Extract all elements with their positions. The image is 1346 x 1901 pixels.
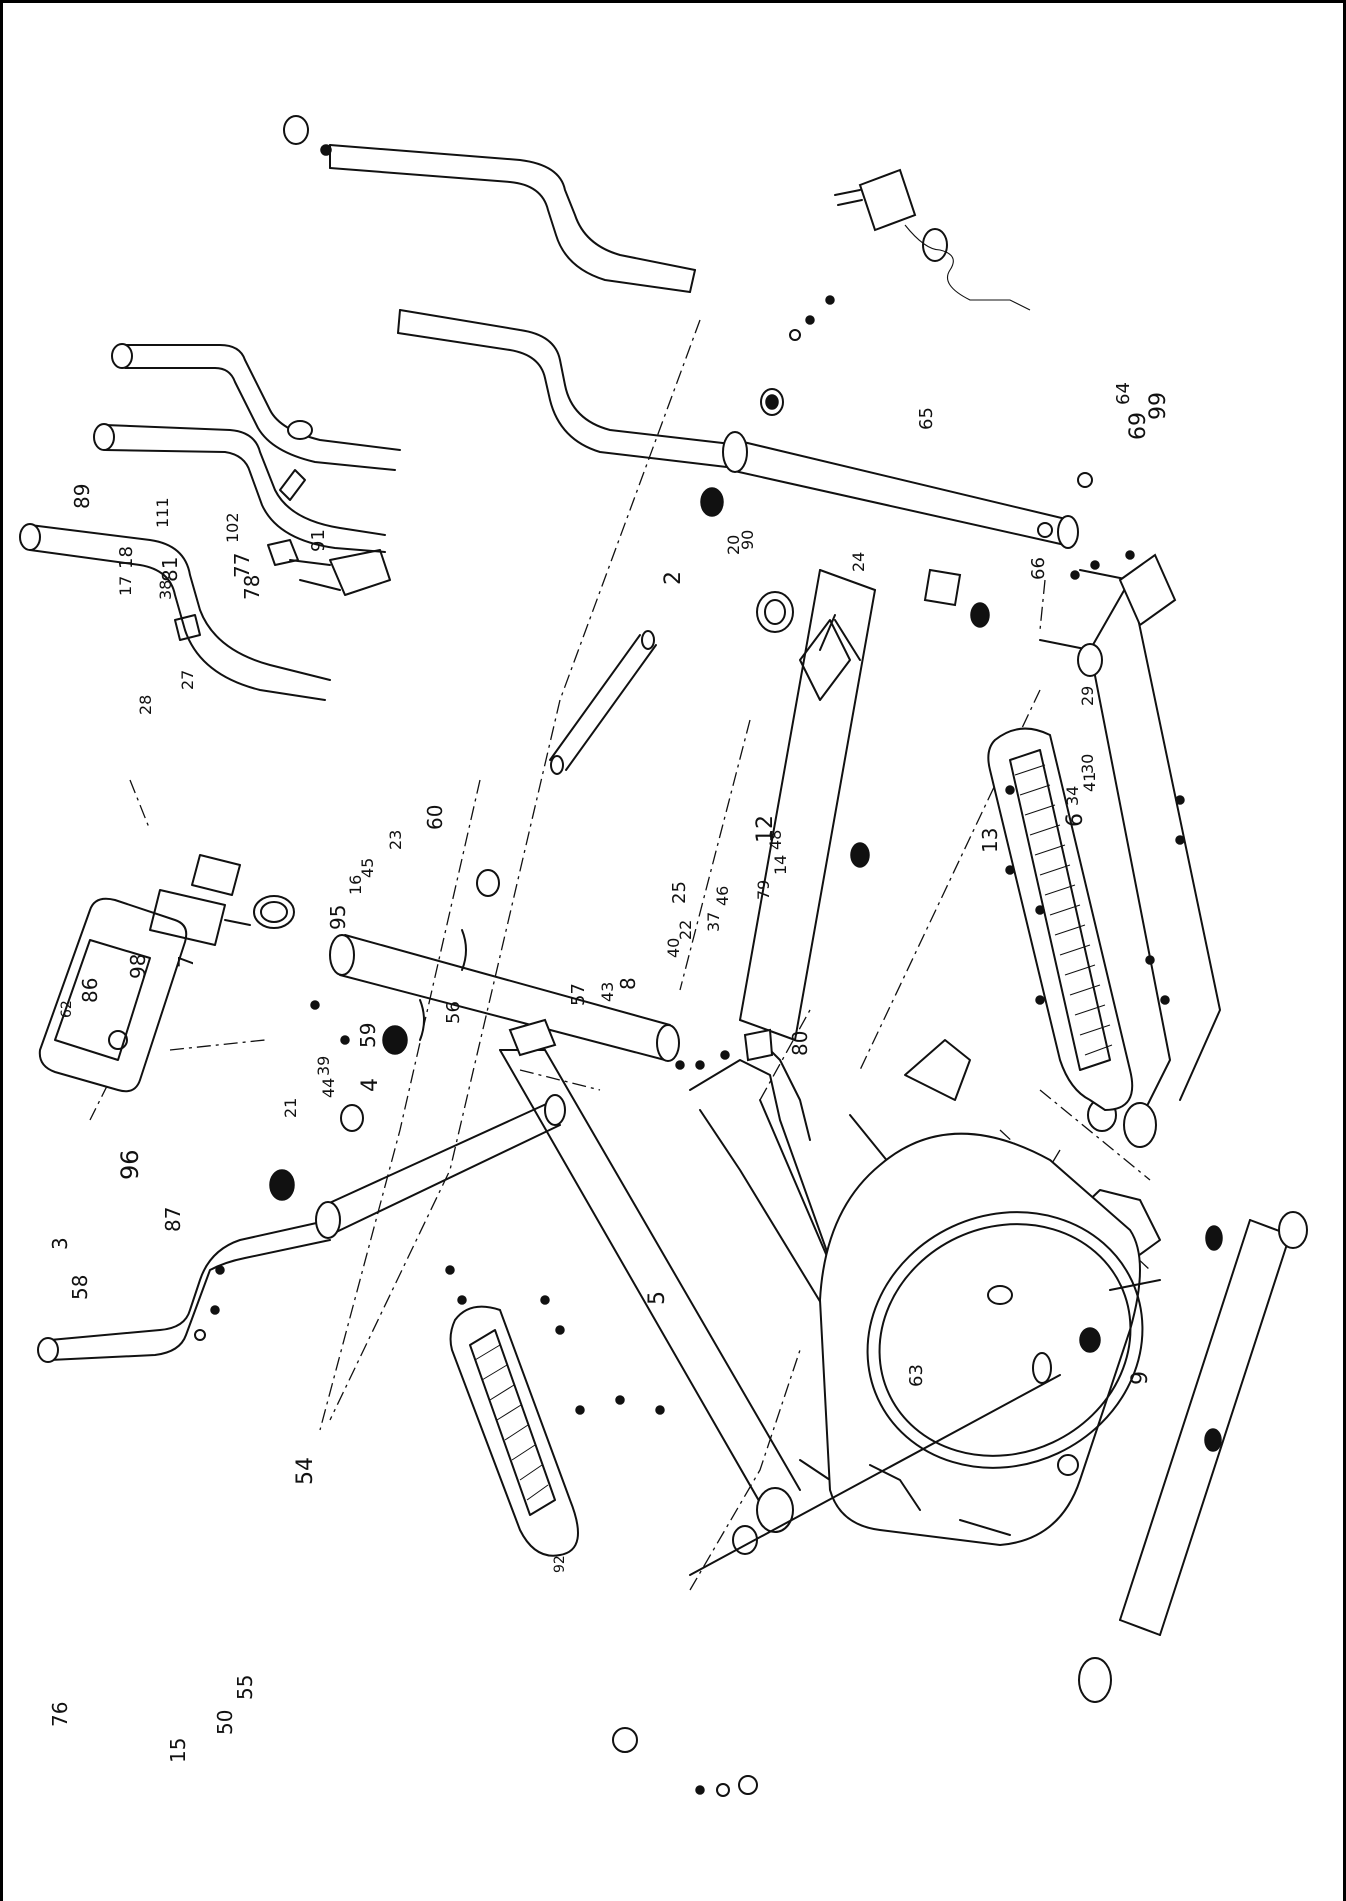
part-label-89: 89 [70,483,94,509]
part-label-55: 55 [233,1674,257,1700]
part-label-7: 7 [174,955,198,968]
part-label-91: 91 [308,529,329,552]
part-label-50: 50 [213,1709,237,1735]
pedal-arm-5 [499,1018,801,1555]
part-label-13: 13 [978,827,1002,853]
part-label-63: 63 [906,1364,927,1387]
part-label-30: 30 [1078,753,1097,774]
part-label-98: 98 [126,953,150,979]
handlebar-4 [397,309,741,469]
part-label-56: 56 [443,1001,464,1024]
part-label-99: 99 [1146,392,1171,420]
part-label-17: 17 [116,575,135,596]
part-label-64: 64 [1113,382,1134,405]
handlebar-86 [111,343,401,471]
part-label-22: 22 [676,919,695,940]
part-label-65: 65 [916,407,937,430]
part-label-102: 102 [223,512,242,543]
part-label-14: 14 [771,854,790,875]
part-label-23: 23 [386,829,405,850]
part-label-92: 92 [552,1555,568,1573]
part-label-34: 34 [1063,785,1082,806]
part-label-5: 5 [645,1291,670,1305]
part-label-78: 78 [240,574,264,600]
console-mount-77 [149,854,295,946]
part-label-86: 86 [78,977,102,1003]
part-label-38: 38 [156,579,175,600]
part-label-25: 25 [669,881,690,904]
part-label-40: 40 [664,937,683,958]
part-label-57: 57 [568,983,589,1006]
part-label-46: 46 [713,885,732,906]
hardware-small [194,295,1185,1797]
part-label-62: 62 [59,1000,75,1018]
part-label-95: 95 [326,904,350,930]
flywheel-housing [818,1132,1144,1547]
lower-arm-7 [267,539,391,596]
part-label-6: 6 [1063,813,1088,827]
part-label-96: 96 [116,1149,144,1180]
part-label-8: 8 [616,977,640,990]
bushings-59 [269,388,784,1201]
part-label-28: 28 [136,694,155,715]
pedal-hardware-8 [756,591,861,701]
part-label-76: 76 [48,1701,72,1727]
part-label-69: 69 [1126,412,1151,440]
stabilizer-9 [1078,1211,1308,1703]
front-stabilizer [689,1279,1161,1576]
part-label-81: 81 [158,556,182,582]
adapter-96 [834,168,1031,311]
part-label-41: 41 [1080,771,1099,792]
part-label-4: 4 [358,1078,383,1092]
part-label-21: 21 [281,1097,300,1118]
part-label-54: 54 [293,1457,318,1485]
part-label-2: 2 [661,571,686,585]
part-label-29: 29 [1078,685,1097,706]
part-label-87: 87 [161,1206,185,1232]
upright-2 [329,929,680,1062]
handlebar-87 [283,115,696,293]
part-label-39: 39 [314,1055,333,1076]
part-label-45: 45 [358,857,377,878]
part-label-58: 58 [68,1274,92,1300]
console-89 [38,897,188,1093]
part-label-60: 60 [423,804,447,830]
upper-arm-tube-4 [722,431,1079,549]
part-label-24: 24 [849,551,868,572]
part-label-37: 37 [704,911,723,932]
part-label-59: 59 [356,1022,380,1048]
handlebar-7 [93,423,386,553]
pedal-99 [987,727,1134,1112]
part-label-44: 44 [319,1077,338,1098]
part-label-3: 3 [48,1237,72,1250]
axle-12 [549,630,657,775]
pedal-92 [449,1305,579,1557]
part-label-77: 77 [230,552,254,578]
part-label-9: 9 [1128,1371,1153,1385]
part-label-27: 27 [178,669,197,690]
upper-arm-3 [37,1094,566,1363]
pedal-rail-6 [1039,553,1221,1148]
part-label-66: 66 [1028,557,1049,580]
part-label-79: 79 [754,879,773,900]
pedal-arm-8 [739,568,990,1062]
part-label-15: 15 [166,1737,190,1763]
handlebar-left-rear [19,523,331,701]
part-label-43: 43 [598,981,617,1002]
part-label-18: 18 [116,546,137,569]
part-label-80: 80 [788,1030,812,1056]
part-label-111: 111 [153,497,172,528]
part-label-90: 90 [738,529,757,550]
part-label-48: 48 [766,829,785,850]
